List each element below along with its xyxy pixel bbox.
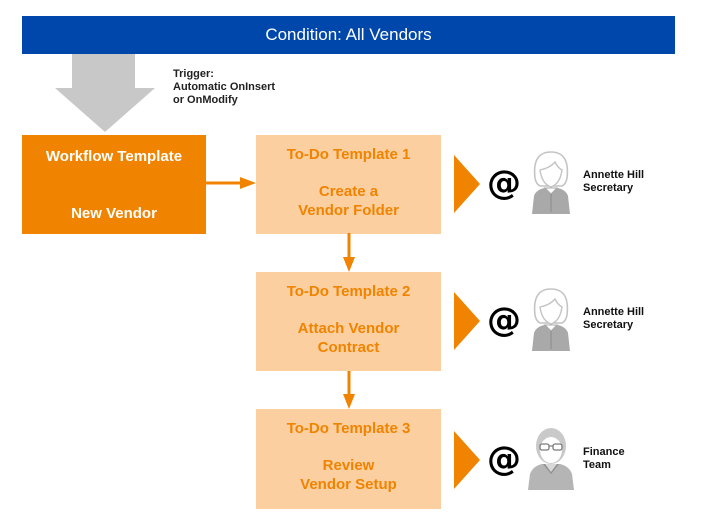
todo-template-box-3[interactable]: To-Do Template 3 Review Vendor Setup — [256, 409, 441, 509]
assign-triangle-icon — [454, 431, 480, 489]
assignee-name: Annette Hill — [583, 169, 645, 181]
workflow-template-name: New Vendor — [71, 205, 157, 222]
todo-template-box-1[interactable]: To-Do Template 1 Create a Vendor Folder — [256, 135, 441, 234]
connector-arrow-down — [342, 233, 356, 272]
person-woman-icon — [528, 150, 574, 214]
assign-triangle-icon — [454, 292, 480, 350]
assignee-role: Secretary — [583, 319, 634, 331]
condition-bar: Condition: All Vendors — [22, 16, 675, 54]
at-sign-icon: @ — [487, 300, 521, 340]
assignee-label: Finance Team — [583, 446, 625, 472]
assign-triangle-icon — [454, 155, 480, 213]
assignee-role: Team — [583, 459, 611, 471]
assignee-label: Annette Hill Secretary — [583, 306, 644, 332]
workflow-template-box[interactable]: Workflow Template New Vendor — [22, 135, 206, 234]
todo-description: Create a Vendor Folder — [256, 182, 441, 220]
todo-desc-line: Vendor Folder — [298, 202, 399, 219]
trigger-line: Trigger: — [173, 68, 214, 80]
connector-arrow-down — [342, 371, 356, 409]
condition-label: Condition: All Vendors — [265, 25, 432, 44]
assignee-name: Finance — [583, 446, 625, 458]
todo-title: To-Do Template 2 — [286, 283, 411, 300]
assignee-name: Annette Hill — [583, 306, 645, 318]
todo-desc-line: Attach Vendor — [297, 320, 400, 337]
todo-desc-line: Review — [322, 457, 375, 474]
workflow-template-title: Workflow Template — [45, 148, 183, 165]
todo-template-box-2[interactable]: To-Do Template 2 Attach Vendor Contract — [256, 272, 441, 371]
connector-arrow-right — [206, 176, 256, 190]
trigger-line: or OnModify — [173, 94, 238, 106]
todo-description: Review Vendor Setup — [256, 456, 441, 494]
todo-description: Attach Vendor Contract — [256, 319, 441, 357]
todo-desc-line: Create a — [318, 183, 379, 200]
todo-desc-line: Contract — [317, 339, 380, 356]
person-man-glasses-icon — [526, 426, 574, 490]
trigger-line: Automatic OnInsert — [173, 81, 276, 93]
trigger-arrow-icon — [55, 54, 155, 132]
at-sign-icon: @ — [487, 439, 521, 479]
assignee-label: Annette Hill Secretary — [583, 169, 644, 195]
todo-title: To-Do Template 3 — [286, 420, 411, 437]
at-sign-icon: @ — [487, 163, 521, 203]
assignee-role: Secretary — [583, 182, 634, 194]
person-woman-icon — [528, 287, 574, 351]
trigger-label: Trigger: Automatic OnInsert or OnModify — [173, 68, 275, 107]
todo-desc-line: Vendor Setup — [300, 476, 397, 493]
todo-title: To-Do Template 1 — [286, 146, 411, 163]
